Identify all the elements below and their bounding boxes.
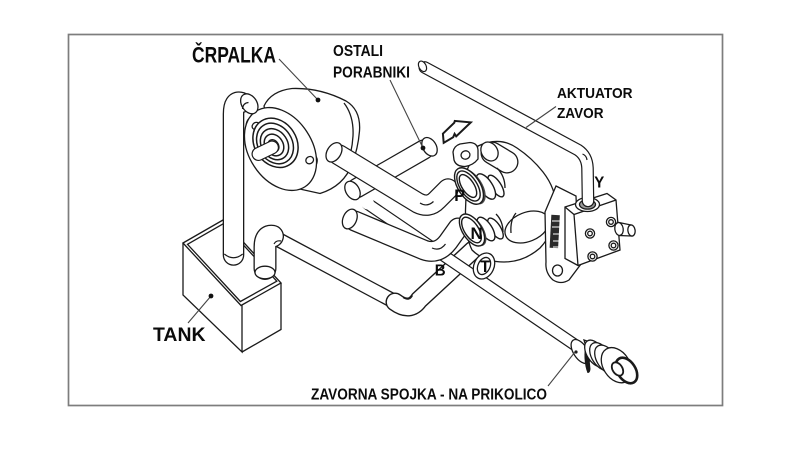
svg-text:OSTALI: OSTALI bbox=[333, 43, 383, 60]
svg-text:N: N bbox=[471, 224, 483, 243]
svg-text:P: P bbox=[454, 186, 465, 205]
svg-text:B: B bbox=[435, 263, 446, 280]
svg-text:AKTUATOR: AKTUATOR bbox=[557, 85, 633, 102]
svg-text:ZAVORNA SPOJKA - NA PRIKOLICO: ZAVORNA SPOJKA - NA PRIKOLICO bbox=[311, 387, 547, 404]
svg-text:TANK: TANK bbox=[153, 325, 206, 346]
svg-text:T: T bbox=[480, 257, 490, 276]
svg-text:ČRPALKA: ČRPALKA bbox=[192, 42, 276, 67]
svg-text:ZAVOR: ZAVOR bbox=[557, 105, 604, 122]
svg-text:Y: Y bbox=[594, 174, 604, 191]
svg-text:PORABNIKI: PORABNIKI bbox=[333, 65, 410, 82]
